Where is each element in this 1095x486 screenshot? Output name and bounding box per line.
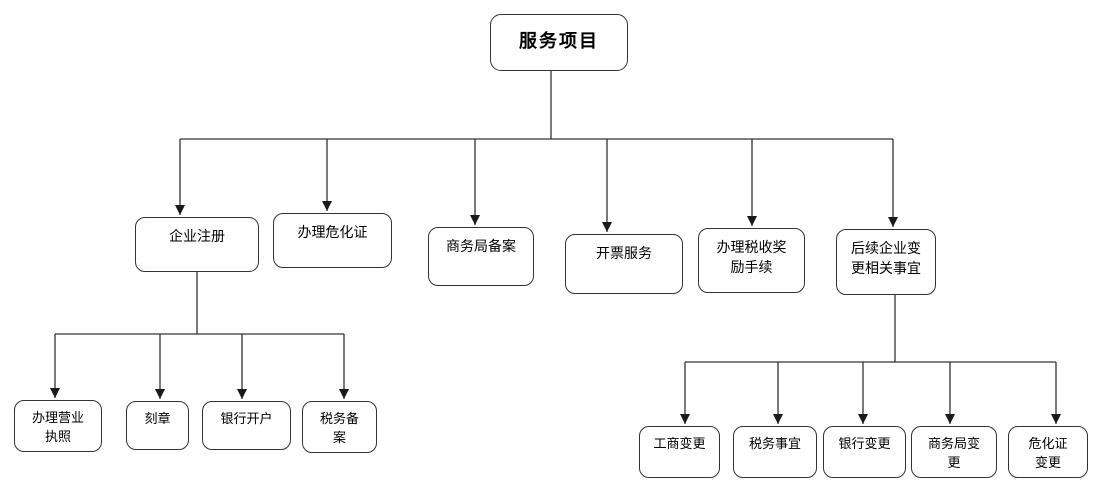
node-tax-registration: 税务备 案 bbox=[302, 401, 377, 453]
node-hazchem-license-change: 危化证 变更 bbox=[1008, 426, 1088, 478]
node-service-items: 服务项目 bbox=[490, 14, 628, 71]
node-bank-account-opening: 银行开户 bbox=[202, 401, 291, 450]
node-hazchem-license: 办理危化证 bbox=[273, 213, 392, 268]
node-tax-matters: 税务事宜 bbox=[733, 426, 817, 478]
node-industry-commerce-change: 工商变更 bbox=[639, 426, 720, 478]
node-business-license: 办理营业 执照 bbox=[14, 400, 102, 452]
node-company-registration: 企业注册 bbox=[135, 217, 259, 272]
node-commerce-bureau-change: 商务局变 更 bbox=[911, 426, 997, 478]
node-seal-carving: 刻章 bbox=[126, 401, 189, 450]
node-bank-change: 银行变更 bbox=[823, 426, 906, 478]
node-invoicing-service: 开票服务 bbox=[565, 234, 683, 294]
node-tax-incentive-procedures: 办理税收奖 励手续 bbox=[698, 228, 805, 293]
node-subsequent-company-changes: 后续企业变 更相关事宜 bbox=[836, 229, 936, 295]
node-commerce-bureau-filing: 商务局备案 bbox=[428, 227, 534, 286]
